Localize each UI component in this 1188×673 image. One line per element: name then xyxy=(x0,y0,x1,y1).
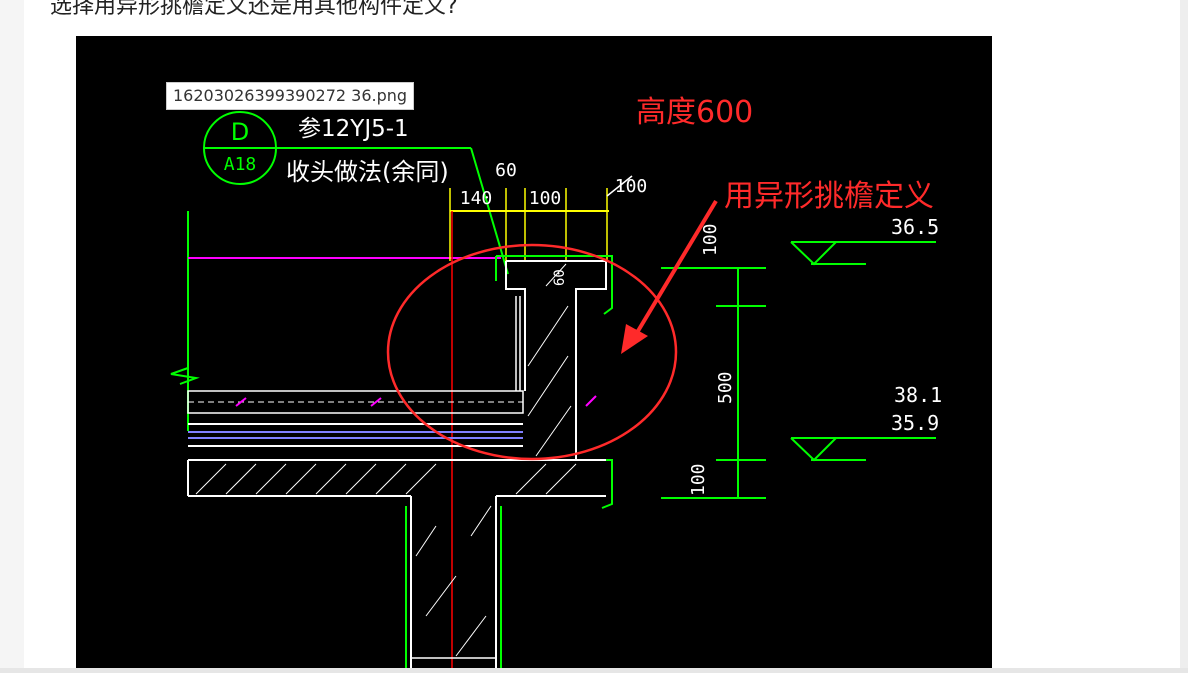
dim-text: 100 xyxy=(688,463,709,496)
scrollbar-track[interactable] xyxy=(1180,0,1188,668)
page-content: 选择用异形挑檐定义还是用其他构件定义? D A18 参12YJ5-1 收头做法(… xyxy=(24,0,1188,673)
elevation-text: 36.5 xyxy=(891,215,939,239)
circle-bottom-text: A18 xyxy=(224,154,257,175)
dim-text: 100 xyxy=(615,176,648,197)
question-text: 选择用异形挑檐定义还是用其他构件定义? xyxy=(50,0,458,19)
elevation-text: 38.1 xyxy=(894,383,942,407)
circle-top-text: D xyxy=(231,118,249,146)
dim-text: 60 xyxy=(552,269,568,286)
dim-text: 100 xyxy=(529,188,562,209)
slab-hatch xyxy=(195,463,577,495)
detail-text: 收头做法(余同) xyxy=(286,158,449,186)
elevation-text: 35.9 xyxy=(891,411,939,435)
highlight-ellipse xyxy=(386,243,678,461)
cad-drawing: D A18 参12YJ5-1 收头做法(余同) 60 140 100 100 xyxy=(170,95,942,673)
bottom-divider xyxy=(0,668,1188,673)
dim-text: 100 xyxy=(700,223,721,256)
annotation-arrow xyxy=(630,199,718,343)
image-filename-label: 16203026399390272 36.png xyxy=(166,82,415,110)
dim-text: 60 xyxy=(495,160,517,181)
height-annotation: 高度600 xyxy=(636,95,753,130)
ref-text: 参12YJ5-1 xyxy=(298,116,409,142)
dim-text: 140 xyxy=(460,188,493,209)
cad-screenshot-image: D A18 参12YJ5-1 收头做法(余同) 60 140 100 100 xyxy=(76,36,992,673)
define-annotation: 用异形挑檐定义 xyxy=(724,179,934,214)
dim-text: 500 xyxy=(715,371,736,404)
arrow-head-icon xyxy=(621,324,648,354)
